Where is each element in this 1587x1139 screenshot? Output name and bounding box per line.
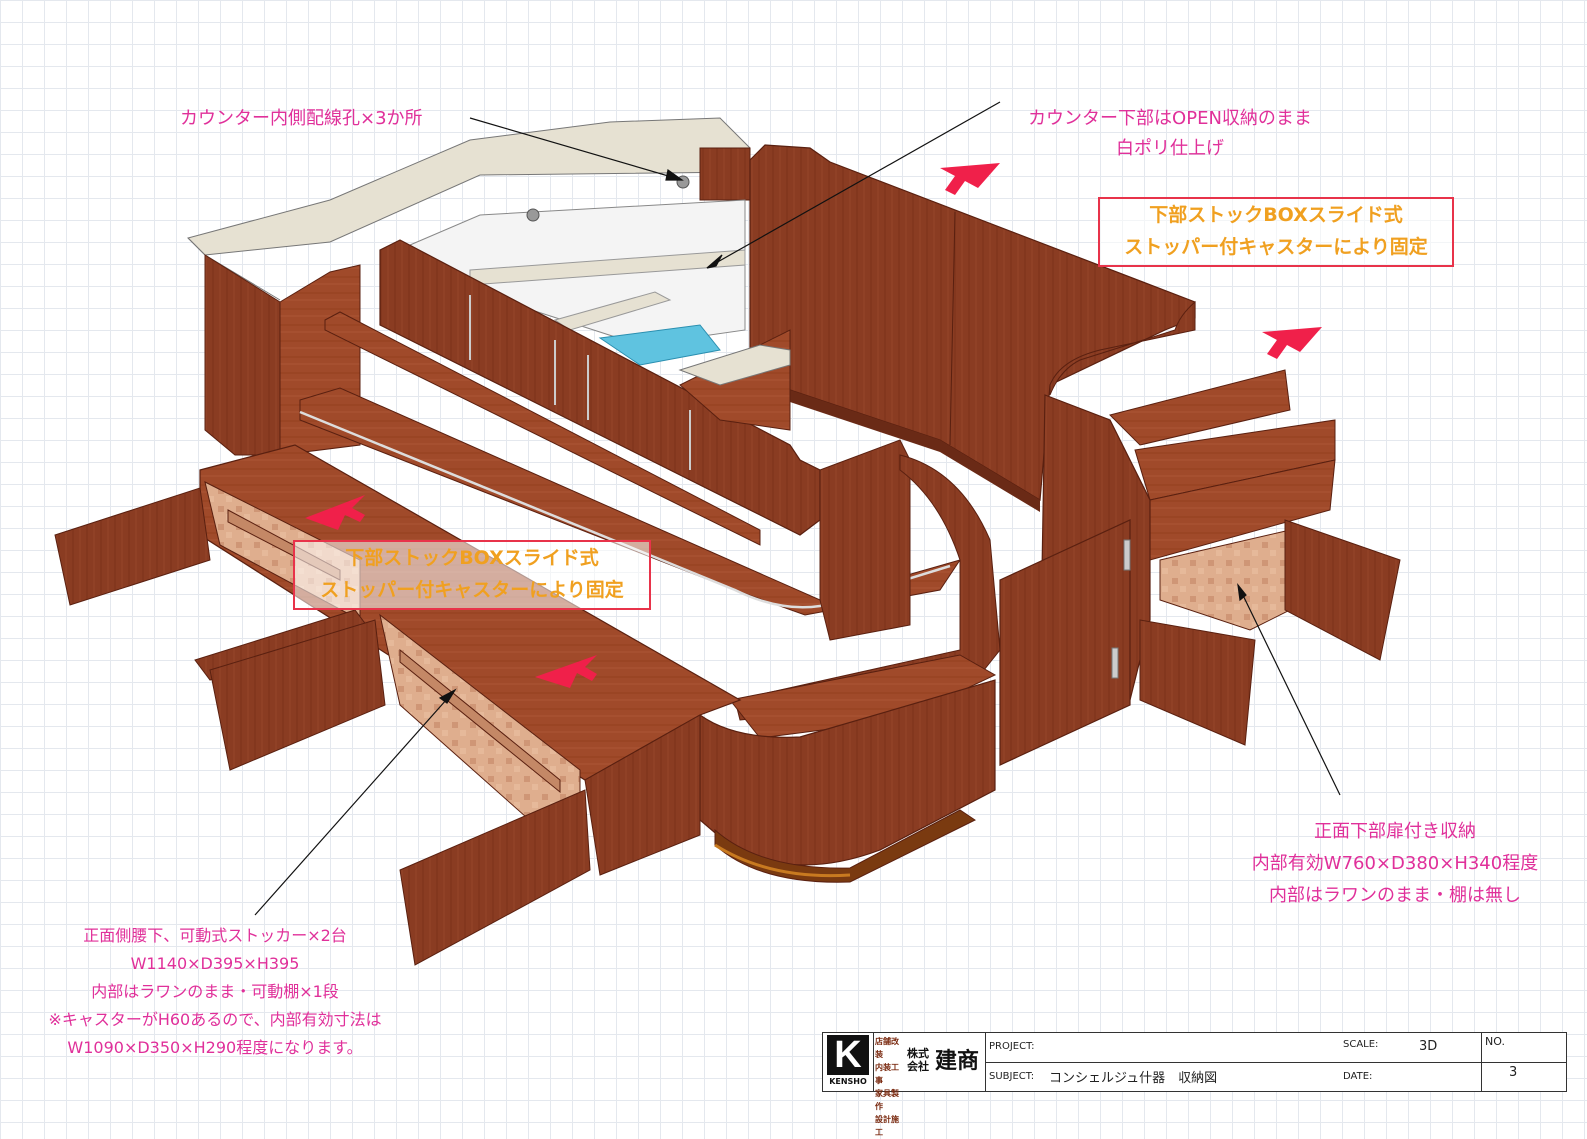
company-info: 店舗改装 内装工事 家具製作 設計施工 株式会社 建商	[873, 1033, 986, 1137]
stock-box-right-line-1: 下部ストックBOXスライド式	[1149, 204, 1403, 226]
center-shelf-unit	[299, 239, 962, 641]
logo-text: KENSHO	[829, 1077, 867, 1086]
company-type: 株式会社	[907, 1047, 929, 1073]
logo-mark: K	[827, 1035, 869, 1075]
no-value: 3	[1509, 1065, 1518, 1080]
open-storage-interior	[409, 175, 746, 366]
subject-label: SUBJECT:	[989, 1071, 1035, 1082]
front-door-storage-note: 正面下部扉付き収納 内部有効W760×D380×H340程度 内部はラワンのまま…	[1235, 816, 1555, 912]
curved-corner-unit	[699, 454, 1001, 883]
title-block: K KENSHO 店舗改装 内装工事 家具製作 設計施工 株式会社 建商 PRO…	[822, 1032, 1567, 1137]
side-stocker-line-2: W1140×D395×H395	[130, 954, 300, 973]
arrow-left-lower	[535, 655, 597, 688]
no-label: NO.	[1485, 1035, 1505, 1048]
company-logo: K KENSHO	[823, 1033, 874, 1091]
subject-value: コンシェルジュ什器 収納図	[1049, 1071, 1218, 1086]
stock-box-left-line-1: 下部ストックBOXスライド式	[345, 547, 599, 569]
scale-value: 3D	[1419, 1039, 1438, 1054]
service-1: 店舗改装	[875, 1037, 899, 1059]
side-stocker-note: 正面側腰下、可動式ストッカー×2台 W1140×D395×H395 内部はラワン…	[25, 922, 405, 1062]
service-4: 設計施工	[875, 1115, 899, 1137]
stock-box-right-line-2: ストッパー付キャスターにより固定	[1124, 236, 1428, 258]
front-door-storage-line-1: 正面下部扉付き収納	[1314, 821, 1476, 842]
side-stocker-line-4: ※キャスターがH60あるので、内部有効寸法は	[48, 1010, 382, 1029]
stock-box-right-callout: 下部ストックBOXスライド式 ストッパー付キャスターにより固定	[1098, 197, 1454, 267]
open-storage-line-2: 白ポリ仕上げ	[1116, 138, 1224, 159]
right-side-unit	[999, 300, 1401, 766]
front-door-storage-line-3: 内部はラワンのまま・棚は無し	[1269, 885, 1521, 906]
arrow-right	[1262, 327, 1322, 359]
side-stocker-line-3: 内部はラワンのまま・可動棚×1段	[91, 982, 339, 1001]
service-2: 内装工事	[875, 1063, 899, 1085]
project-label: PROJECT:	[989, 1041, 1035, 1052]
front-door-storage-line-2: 内部有効W760×D380×H340程度	[1251, 853, 1539, 874]
side-stocker-line-1: 正面側腰下、可動式ストッカー×2台	[83, 926, 347, 945]
wiring-holes-note: カウンター内側配線孔×3か所	[180, 108, 423, 129]
leader-lines	[254, 101, 1341, 916]
scale-label: SCALE:	[1343, 1039, 1379, 1050]
slide-direction-arrows	[305, 163, 1322, 688]
service-3: 家具製作	[875, 1089, 899, 1111]
company-name: 建商	[935, 1049, 980, 1074]
open-storage-note: カウンター下部はOPEN収納のまま 白ポリ仕上げ	[1000, 104, 1340, 164]
stock-box-left-callout: 下部ストックBOXスライド式 ストッパー付キャスターにより固定	[293, 540, 651, 610]
side-stocker-line-5: W1090×D350×H290程度になります。	[67, 1038, 363, 1057]
open-storage-line-1: カウンター下部はOPEN収納のまま	[1028, 108, 1312, 129]
left-doors	[54, 487, 591, 966]
date-label: DATE:	[1343, 1071, 1373, 1082]
arrow-back-right	[940, 163, 1000, 195]
stock-box-left-line-2: ストッパー付キャスターにより固定	[320, 579, 624, 601]
arrow-left-upper	[305, 495, 365, 530]
